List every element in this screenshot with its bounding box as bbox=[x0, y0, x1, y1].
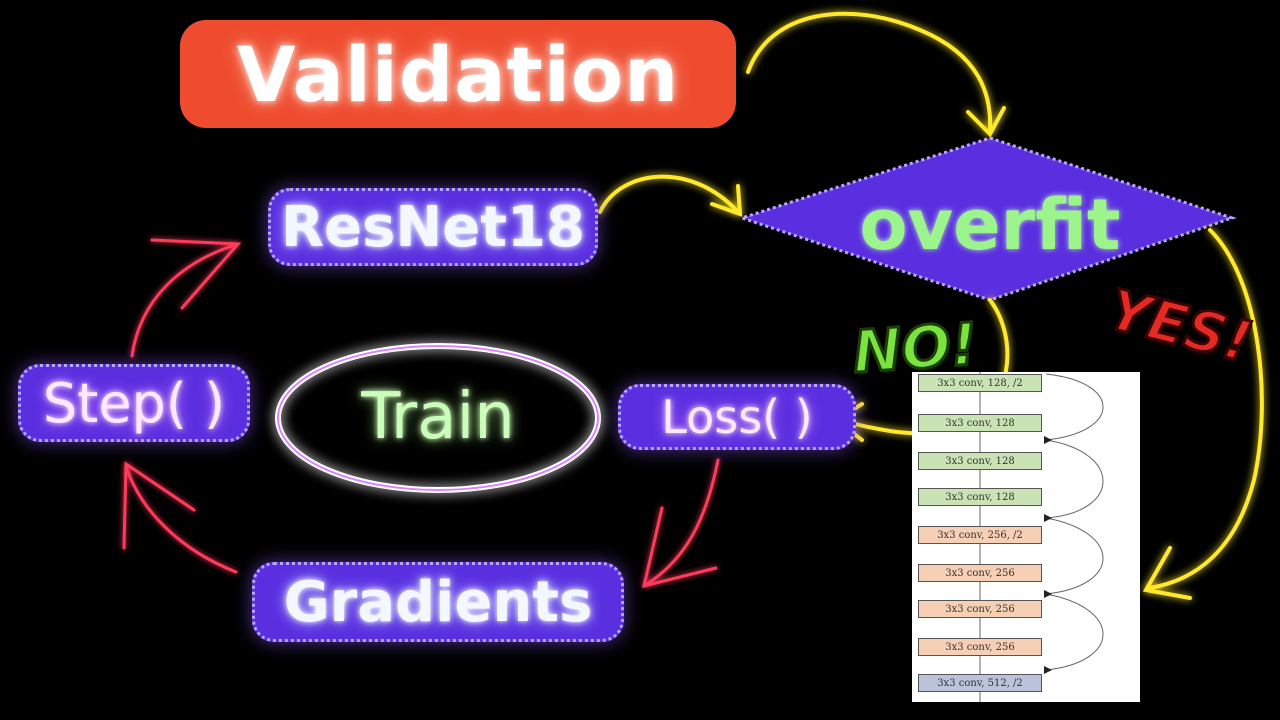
architecture-layer: 3x3 conv, 128 bbox=[918, 414, 1042, 432]
architecture-layer: 3x3 conv, 128 bbox=[918, 488, 1042, 506]
arrow-overfit-yes-to-architecture bbox=[1148, 228, 1264, 590]
resnet-architecture-panel: 3x3 conv, 128, /2 3x3 conv, 128 3x3 conv, … bbox=[912, 372, 1140, 702]
arrow-gradients-to-step bbox=[124, 464, 238, 574]
architecture-layer: 3x3 conv, 256 bbox=[918, 600, 1042, 618]
arrow-loss-to-gradients bbox=[642, 458, 720, 588]
arrow-step-to-resnet bbox=[130, 242, 240, 358]
overfit-decision-label: overfit bbox=[859, 184, 1121, 266]
arrow-resnet-to-overfit bbox=[598, 174, 740, 214]
arrow-validation-to-overfit bbox=[746, 11, 993, 134]
architecture-layer: 3x3 conv, 128, /2 bbox=[918, 374, 1042, 392]
architecture-layer: 3x3 conv, 256 bbox=[918, 564, 1042, 582]
resnet18-node: ResNet18 bbox=[268, 188, 598, 266]
architecture-layer: 3x3 conv, 256 bbox=[918, 638, 1042, 656]
architecture-layer: 3x3 conv, 512, /2 bbox=[918, 674, 1042, 692]
architecture-layer: 3x3 conv, 256, /2 bbox=[918, 526, 1042, 544]
loss-node: Loss( ) bbox=[618, 384, 856, 450]
step-node: Step( ) bbox=[18, 364, 250, 442]
validation-node: Validation bbox=[180, 20, 736, 128]
gradients-node: Gradients bbox=[252, 562, 624, 642]
architecture-layer: 3x3 conv, 128 bbox=[918, 452, 1042, 470]
train-node-label: Train bbox=[361, 380, 515, 454]
